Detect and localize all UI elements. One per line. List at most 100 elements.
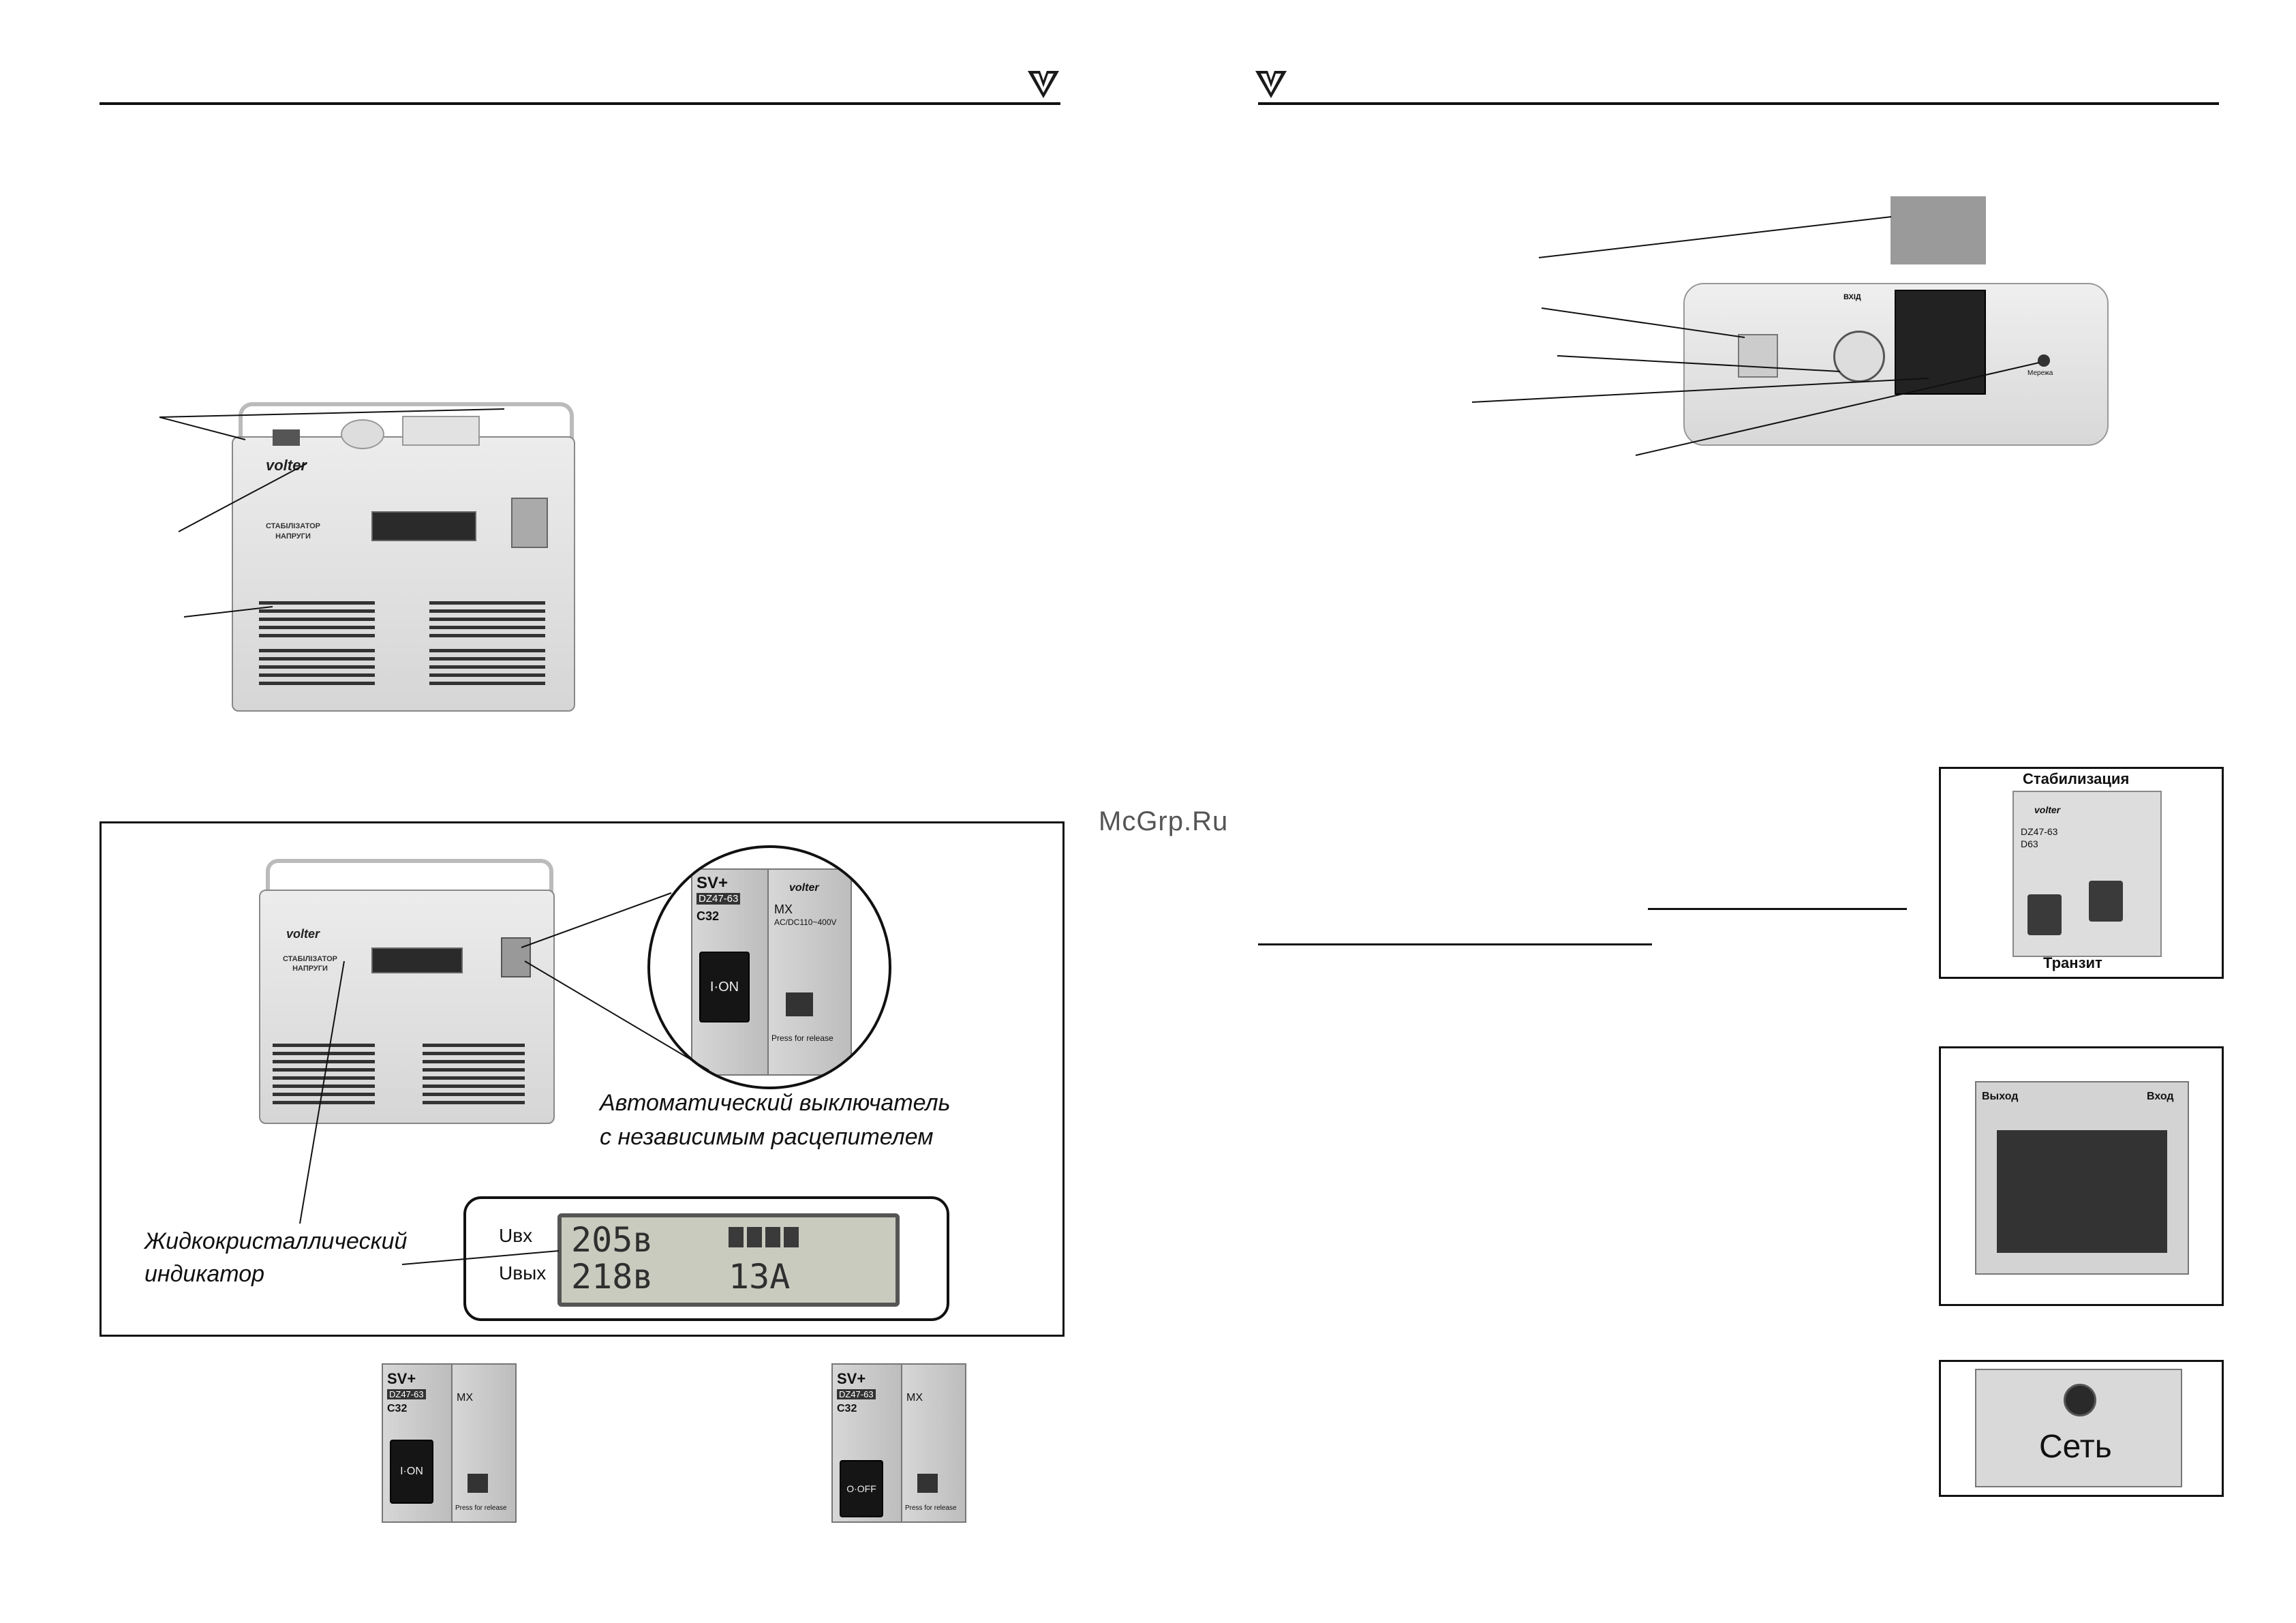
mode-top-label: Стабилизация [2023,770,2130,787]
underline-rule-2 [1258,943,1652,945]
terminal-photo: Выход Вход [1975,1081,2189,1275]
breaker-caption-line2: с независимым расцепителем [600,1124,934,1150]
rear-socket [1833,331,1885,382]
lcd-bar-2 [747,1227,762,1247]
callout-panel-title-1: СТАБІЛІЗАТОР [282,955,337,963]
network-lamp-box: Сеть [1939,1360,2224,1497]
mx-label-text: MX [774,902,793,916]
rear-view-photo: ВХІД Мережа [1683,266,2109,446]
callout-stabilizer-photo: volter СТАБІЛІЗАТОР НАПРУГИ [252,852,559,1125]
breaker-on-mx-label: MX [457,1392,473,1404]
callout-panel-title-2: НАПРУГИ [292,965,328,973]
front-lcd [371,511,476,541]
breaker-on-model: DZ47-63 [387,1389,426,1399]
front-vent-left-bottom [259,648,375,685]
callout-small-breaker [501,937,531,977]
breaker-caption-line1: Автоматический выключатель [600,1090,951,1116]
lcd-caption-line2: индикатор [144,1261,265,1287]
network-lamp-label: Сеть [2039,1429,2112,1465]
network-lamp-photo: Сеть [1975,1369,2182,1487]
header-rule-left [100,102,1060,105]
watermark: McGrp.Ru [1099,806,1229,836]
lcd-screen: 205в 218в 13А [557,1213,900,1307]
mx-test-button [786,992,813,1016]
breaker-off-mx: MX Press for release [901,1363,966,1523]
volter-logo-icon [1255,71,1287,98]
breaker-off-model: DZ47-63 [837,1389,876,1399]
mode-lever-left [2027,894,2062,935]
breaker-off-photo: SV+ DZ47-63 C32 O·OFF [831,1363,902,1523]
magnified-breaker-circle: SV+ DZ47-63 C32 I·ON volter MX AC/DC110~… [647,845,891,1089]
breaker-on-mx-button [468,1474,488,1493]
mode-switch-module: volter DZ47-63 D63 [2012,791,2162,957]
breaker-on-rating: C32 [387,1403,408,1414]
lcd-row2-voltage: 218в [571,1257,654,1296]
breaker-off-rating: C32 [837,1403,857,1414]
mode-brand: volter [2034,804,2061,815]
lcd-row2-current: 13А [729,1257,791,1296]
lcd-bar-4 [784,1227,799,1247]
callout-vent-right [423,1043,525,1104]
lcd-caption-line1: Жидкокристаллический [144,1228,408,1254]
rear-network-label: Мережа [2027,369,2053,377]
breaker-model-text: DZ47-63 [697,893,741,905]
mx-release-text: Press for release [771,1033,833,1043]
breaker-off-release: Press for release [905,1504,957,1512]
lcd-bar-1 [729,1227,744,1247]
breaker-brand-text: SV+ [697,874,729,892]
underline-rule-1 [1648,908,1907,910]
mode-bottom-label: Транзит [2043,954,2102,971]
front-breaker [511,498,548,548]
front-view-photo: volter СТАБІЛІЗАТОР НАПРУГИ [218,389,586,716]
breaker-off-mx-label: MX [906,1392,923,1404]
breaker-on-mx: MX Press for release [451,1363,517,1523]
rear-input-label: ВХІД [1843,293,1861,301]
breaker-off-mx-button [917,1474,938,1493]
mode-lever-right [2089,881,2123,922]
terminal-box: Выход Вход [1939,1046,2224,1306]
breaker-on-brand: SV+ [387,1370,416,1387]
callout-vent-left [273,1043,375,1104]
top-box [402,416,480,446]
front-vent-right-top [429,600,545,637]
breaker-on-release: Press for release [455,1504,507,1512]
breaker-on-handle: I·ON [390,1440,433,1504]
terminal-block [1997,1130,2167,1253]
breaker-rating-text: C32 [697,909,720,923]
network-lamp-icon [2064,1384,2096,1416]
front-panel-title-2: НАПРУГИ [275,532,311,541]
rear-switch [1738,334,1778,378]
terminal-input-label: Вход [2147,1091,2174,1102]
rear-gray-placeholder [1891,196,1986,264]
front-vent-left-top [259,600,375,637]
front-brand: volter [266,457,307,474]
mode-rating: D63 [2021,838,2038,849]
lcd-row1-voltage: 205в [571,1220,654,1260]
top-switch [273,429,300,446]
top-knob [341,419,384,449]
front-panel-title-1: СТАБІЛІЗАТОР [265,522,320,530]
breaker-handle-on: I·ON [699,952,750,1022]
header-rule-right [1258,102,2219,105]
callout-small-lcd [371,947,463,973]
magnified-breaker: SV+ DZ47-63 C32 I·ON [691,868,769,1076]
terminal-output-label: Выход [1982,1091,2019,1102]
callout-brand: volter [286,927,320,941]
front-vent-right-bottom [429,648,545,685]
breaker-on-handle-label: I·ON [400,1466,423,1477]
mx-brand-text: volter [789,882,819,894]
volter-logo-icon [1028,71,1059,98]
magnified-mx-module: volter MX AC/DC110~400V Press for releas… [767,868,852,1076]
breaker-off-handle: O·OFF [840,1460,883,1517]
mode-model: DZ47-63 [2021,826,2058,837]
lcd-bar-3 [765,1227,780,1247]
breaker-off-handle-label: O·OFF [846,1483,876,1494]
mode-switch-box: Стабилизация volter DZ47-63 D63 Транзит [1939,767,2224,979]
mx-voltage-text: AC/DC110~400V [774,917,837,927]
rear-terminal-block [1895,290,1986,395]
lcd-label-out: Uвых [499,1262,547,1284]
lcd-label-in: Uвх [499,1225,533,1246]
